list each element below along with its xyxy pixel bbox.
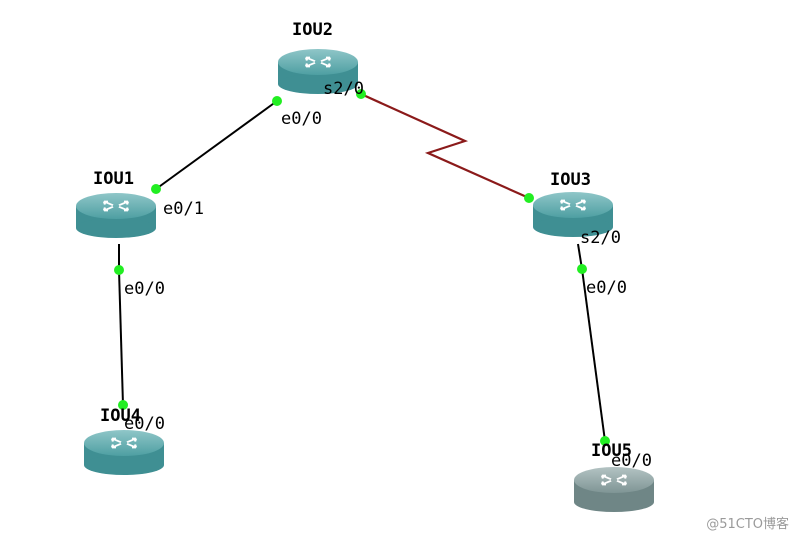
- port-label-iou4-e0-0: e0/0: [124, 414, 165, 434]
- endpoint-iou1-e0-0: [114, 265, 124, 275]
- router-iou3[interactable]: [533, 192, 613, 237]
- endpoint-iou3-s2-0: [524, 193, 534, 203]
- router-iou2-name: IOU2: [292, 20, 333, 40]
- port-label-iou3-s2-0: s2/0: [580, 228, 621, 248]
- port-label-iou5-e0-0: e0/0: [611, 451, 652, 471]
- router-iou2-bottom: [278, 74, 358, 94]
- router-iou4-top: [84, 430, 164, 456]
- router-iou5[interactable]: [574, 467, 654, 512]
- router-iou3-name: IOU3: [550, 170, 591, 190]
- link-iou1-iou4[interactable]: [118, 269, 124, 406]
- endpoint-iou1-e0-1: [151, 184, 161, 194]
- router-iou5-name: IOU5: [591, 441, 632, 461]
- link-iou2-iou3[interactable]: [360, 92, 530, 200]
- port-label-iou1-e0-0: e0/0: [124, 279, 165, 299]
- router-iou3-bottom: [533, 217, 613, 237]
- router-iou3-top: [533, 192, 613, 218]
- router-iou1[interactable]: [76, 193, 156, 238]
- router-iou5-bottom: [574, 492, 654, 512]
- router-iou4-name: IOU4: [100, 406, 141, 426]
- endpoint-iou2-e0-0: [272, 96, 282, 106]
- endpoint-iou4-e0-0: [118, 400, 128, 410]
- router-iou2[interactable]: [278, 49, 358, 94]
- router-iou1-top: [76, 193, 156, 219]
- router-iou5-top: [574, 467, 654, 493]
- endpoint-iou3-e0-0: [577, 264, 587, 274]
- port-label-iou2-s2-0: s2/0: [323, 79, 364, 99]
- link-iou2-iou1[interactable]: [155, 100, 278, 190]
- router-iou2-top: [278, 49, 358, 75]
- port-label-iou2-e0-0: e0/0: [281, 109, 322, 129]
- watermark: @51CTO博客: [706, 517, 789, 532]
- router-iou1-name: IOU1: [93, 169, 134, 189]
- router-iou4[interactable]: [84, 430, 164, 475]
- router-iou1-bottom: [76, 218, 156, 238]
- link-iou3-iou5[interactable]: [581, 268, 606, 442]
- port-label-iou1-e0-1: e0/1: [163, 199, 204, 219]
- endpoint-iou5-e0-0: [600, 436, 610, 446]
- port-label-iou3-e0-0: e0/0: [586, 278, 627, 298]
- router-iou4-bottom: [84, 455, 164, 475]
- endpoint-iou2-s2-0: [356, 89, 366, 99]
